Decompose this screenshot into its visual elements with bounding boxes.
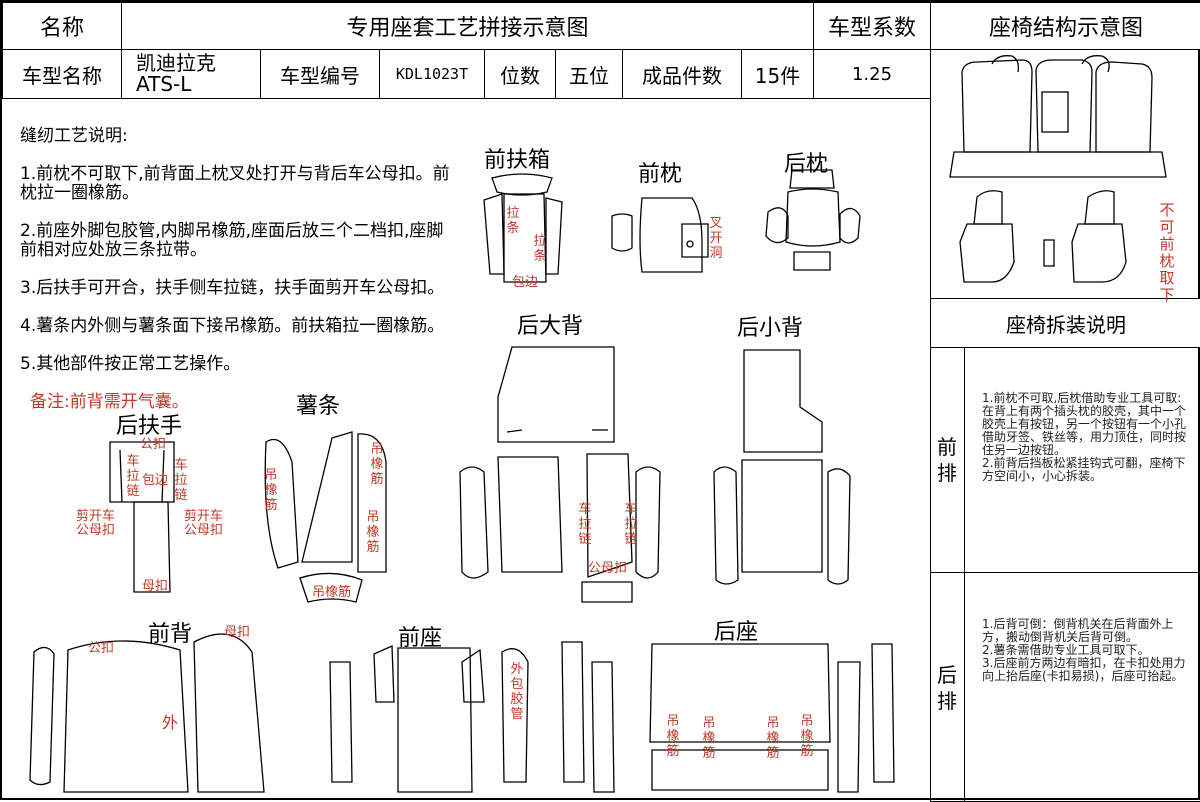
- anno-front-open-snap: 剪开车 公母扣: [184, 509, 224, 538]
- front-row-label: 前排: [937, 435, 957, 485]
- front-seat-drawing: [329, 645, 529, 793]
- model-name-label: 车型名称: [2, 49, 122, 99]
- anno-mu-kou: 母扣: [224, 625, 251, 640]
- notes-item: 2.前座外脚包胶管,内脚吊橡筋,座面后放三个二档扣,座脚前相对应处放三条拉带。: [20, 221, 444, 260]
- notes-item: 1.前枕不可取下,前背面上枕叉处打开与背后车公母扣。前枕拉一圈橡筋。: [20, 164, 450, 203]
- anno-diao-xiang-jin: 吊橡筋: [370, 442, 384, 487]
- fries-strip-drawing: [264, 431, 387, 603]
- anno-gong-kou: 公扣: [88, 641, 115, 656]
- part-label-front-back: 前背: [148, 622, 193, 647]
- structure-title: 座椅结构示意图: [930, 2, 1200, 50]
- anno-wai-bao-jiao-guan: 外包胶管: [510, 662, 524, 722]
- front-back-drawing: [29, 633, 265, 793]
- part-label-front-pillow: 前枕: [638, 162, 683, 187]
- anno-che-la-lian: 车拉链: [174, 458, 188, 503]
- rear-big-back-drawing: [459, 346, 661, 603]
- anno-wai: 外: [162, 713, 179, 732]
- model-code-value: KDL1023T: [379, 49, 485, 99]
- rear-pillow-drawing: [765, 169, 861, 271]
- anno-gong-kou: 公扣: [140, 437, 167, 452]
- anno-diao-xiang-jin: 吊橡筋: [800, 714, 814, 759]
- anno-bao-bian: 包边: [142, 473, 169, 488]
- row-divider: [964, 347, 965, 802]
- sewing-notes: 缝纫工艺说明: 1.前枕不可取下,前背面上枕叉处打开与背后车公母扣。前枕拉一圈橡…: [20, 108, 460, 431]
- part-label-fries-strip: 薯条: [296, 394, 341, 419]
- part-label-rear-seat: 后座: [714, 620, 759, 645]
- rear-seat-drawing: [561, 641, 895, 793]
- name-label: 名称: [2, 2, 122, 50]
- model-code-label: 车型编号: [260, 49, 380, 99]
- part-label-rear-small-back: 后小背: [737, 316, 804, 341]
- front-pillow-drawing: [611, 197, 709, 273]
- anno-bao-bian: 包边: [512, 275, 539, 290]
- anno-diao-xiang-jin: 吊橡筋: [766, 716, 780, 761]
- anno-la-tiao: 拉条: [533, 234, 547, 264]
- front-armbox-drawing: [483, 173, 563, 283]
- notes-remark: 备注:前背需开气囊。: [30, 392, 189, 412]
- disassembly-title: 座椅拆装说明: [930, 298, 1200, 348]
- anno-che-la-lian: 车拉链: [624, 502, 638, 547]
- anno-la-tiao: 拉条: [506, 206, 520, 236]
- anno-front-open-snap: 剪开车 公母扣: [76, 509, 116, 538]
- pieces-label: 成品件数: [622, 49, 742, 99]
- coef-value: 1.25: [813, 49, 931, 99]
- anno-che-la-lian: 车拉链: [578, 502, 592, 547]
- model-name-value: 凯迪拉克 ATS-L: [121, 49, 261, 99]
- part-label-rear-armrest: 后扶手: [116, 414, 183, 439]
- notes-item: 4.薯条内外侧与薯条面下接吊橡筋。前扶箱拉一圈橡筋。: [20, 316, 445, 336]
- rear-row-instructions: 1.后背可倒：倒背机关在后背面外上方，搬动倒背机关后背可倒。 2.薯条需借助专业…: [982, 617, 1186, 683]
- digits-label: 位数: [484, 49, 556, 99]
- anno-diao-xiang-jin: 吊橡筋: [702, 716, 716, 761]
- part-label-rear-big-back: 后大背: [517, 314, 584, 339]
- anno-gong-mu-kou: 公母扣: [588, 561, 628, 576]
- anno-fork-open: 叉开洞: [709, 216, 723, 261]
- rear-row-label: 后排: [937, 663, 957, 713]
- notes-heading: 缝纫工艺说明:: [20, 126, 128, 146]
- anno-not-removable: 不可前枕取下: [1159, 201, 1175, 304]
- anno-diao-xiang-jin: 吊橡筋: [312, 585, 352, 600]
- front-row-instructions: 1.前枕不可取,后枕借助专业工具可取:在背上有两个插头枕的胶壳，其中一个胶壳上有…: [982, 391, 1187, 483]
- anno-diao-xiang-jin: 吊橡筋: [264, 468, 278, 513]
- seat-structure-drawing: [949, 55, 1167, 283]
- anno-diao-xiang-jin: 吊橡筋: [666, 714, 680, 759]
- coef-label: 车型系数: [813, 2, 931, 50]
- anno-mu-kou: 母扣: [142, 579, 169, 594]
- part-label-front-armbox: 前扶箱: [484, 148, 551, 173]
- part-label-front-seat: 前座: [398, 626, 443, 651]
- notes-item: 5.其他部件按正常工艺操作。: [20, 354, 241, 374]
- rear-small-back-drawing: [713, 349, 851, 585]
- anno-diao-xiang-jin: 吊橡筋: [366, 510, 380, 555]
- rear-armrest-drawing: [109, 441, 175, 593]
- notes-item: 3.后扶手可开合，扶手侧车拉链，扶手面剪开车公母扣。: [20, 278, 445, 298]
- pieces-value: 15件: [741, 49, 814, 99]
- anno-che-la-lian: 车拉链: [126, 454, 140, 499]
